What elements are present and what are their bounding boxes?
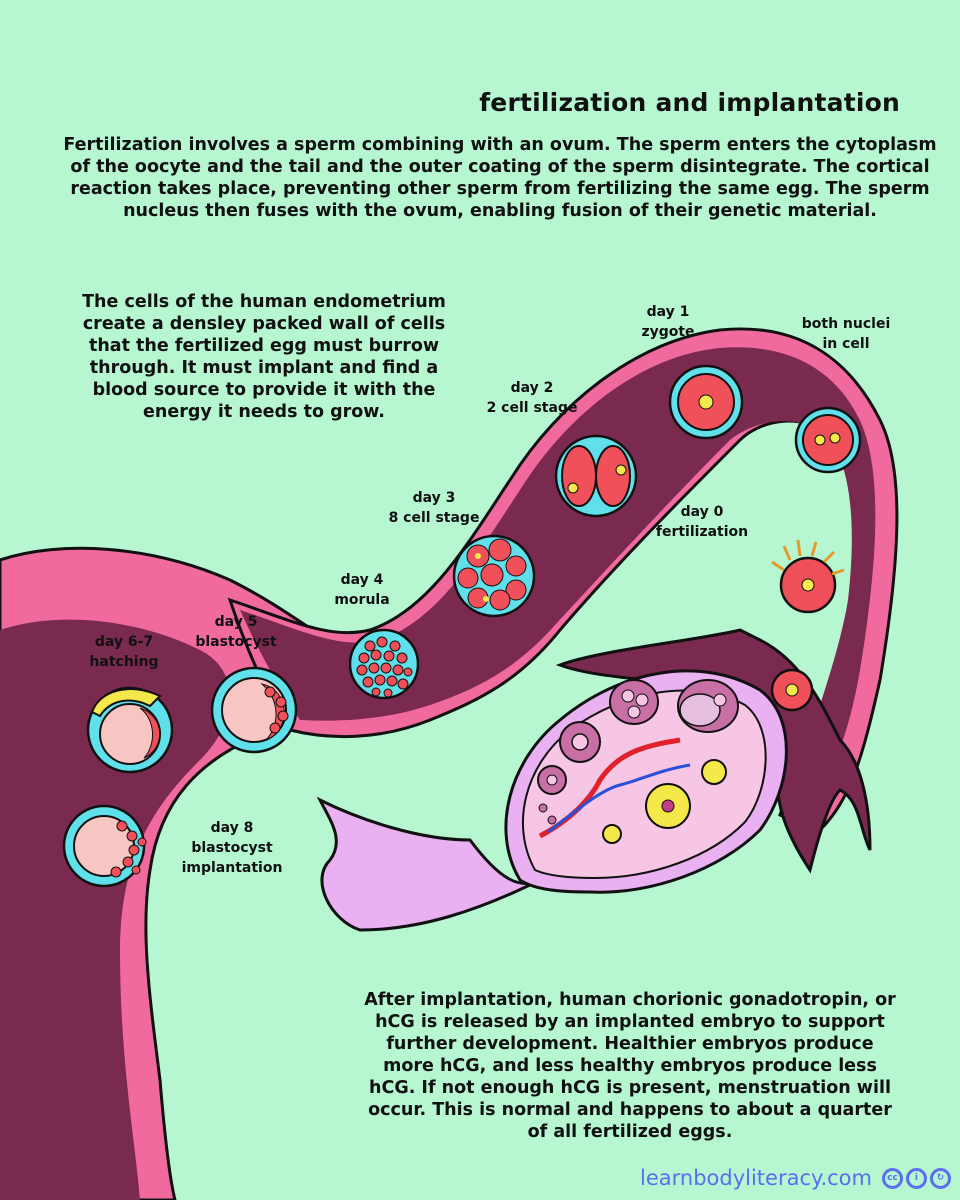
morula-cell xyxy=(348,628,420,700)
ovarian-ligament xyxy=(316,796,541,932)
ovum-cell xyxy=(770,668,814,712)
hcg-description: After implantation, human chorionic gona… xyxy=(364,990,896,1142)
both-nuclei-cell xyxy=(794,406,862,474)
endometrium-description: The cells of the human endometrium creat… xyxy=(82,292,446,422)
website-link[interactable]: learnbodyliteracy.com xyxy=(640,1166,872,1190)
vein xyxy=(547,763,691,834)
uterine-cavity xyxy=(0,619,230,1200)
footer: learnbodyliteracy.com cc i ↻ xyxy=(640,1166,951,1190)
fertilization-description: Fertilization involves a sperm combining… xyxy=(63,135,937,221)
license-badges: cc i ↻ xyxy=(881,1167,951,1189)
fertilization-cell xyxy=(771,539,845,614)
diagram-title: fertilization and implantation xyxy=(479,88,900,117)
cc-icon: cc xyxy=(881,1167,903,1189)
zygote-cell xyxy=(668,364,744,440)
blastocyst-cell xyxy=(210,666,298,754)
two-cell-stage xyxy=(554,434,638,518)
hatching-blastocyst xyxy=(86,686,174,774)
implanting-blastocyst xyxy=(62,804,147,888)
by-icon: i xyxy=(905,1167,927,1189)
sa-icon: ↻ xyxy=(929,1167,951,1189)
eight-cell-stage xyxy=(452,534,536,618)
